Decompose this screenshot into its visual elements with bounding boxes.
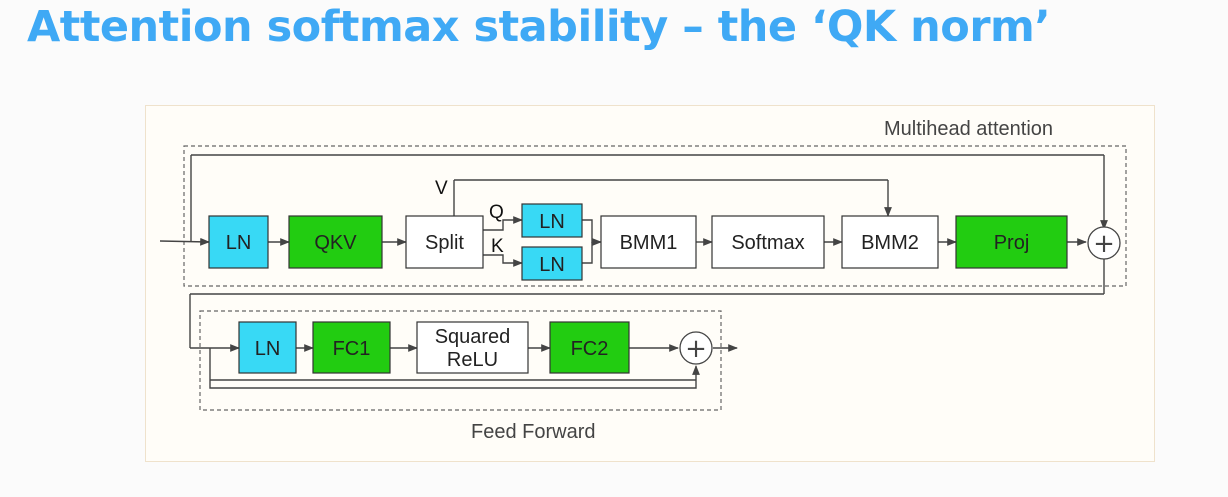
multihead-attention-group (183, 145, 1127, 287)
multihead-connectors (159, 154, 1108, 348)
q-port-label: Q (489, 202, 504, 223)
ff-sum-symbol: + (685, 334, 707, 364)
split-block: Split (405, 215, 484, 269)
bmm1-label: BMM1 (620, 232, 678, 254)
q-norm-label: LN (539, 211, 565, 233)
feed-forward-group (199, 310, 722, 411)
attention-sum-symbol: + (1093, 229, 1115, 259)
bmm2-block: BMM2 (841, 215, 939, 269)
attention-residual-sum: + (1087, 226, 1121, 260)
ff-ln-label: LN (255, 338, 281, 360)
ff-residual-sum: + (679, 331, 713, 365)
bmm1-block: BMM1 (600, 215, 697, 269)
softmax-label: Softmax (731, 232, 804, 254)
squared-relu-block: Squared ReLU (416, 321, 529, 374)
v-port-label: V (435, 178, 448, 199)
multihead-attention-label: Multihead attention (884, 118, 1053, 140)
proj-label: Proj (994, 232, 1030, 254)
squared-relu-line2: ReLU (447, 349, 498, 371)
slide-title: Attention softmax stability – the ‘QK no… (27, 2, 1051, 52)
feed-forward-label: Feed Forward (471, 421, 596, 443)
k-port-label: K (491, 236, 504, 257)
split-label: Split (425, 232, 464, 254)
q-norm-block: LN (521, 203, 583, 238)
k-norm-label: LN (539, 254, 565, 276)
fc2-label: FC2 (571, 338, 609, 360)
diagram-frame (145, 105, 1155, 462)
fc1-block: FC1 (312, 321, 391, 374)
qkv-label: QKV (314, 232, 357, 254)
qkv-block: QKV (288, 215, 383, 269)
bmm2-label: BMM2 (861, 232, 919, 254)
proj-block: Proj (955, 215, 1068, 269)
fc1-label: FC1 (333, 338, 371, 360)
softmax-block: Softmax (711, 215, 825, 269)
fc2-block: FC2 (549, 321, 630, 374)
ln-label: LN (226, 232, 252, 254)
ff-ln-block: LN (238, 321, 297, 374)
ln-block: LN (208, 215, 269, 269)
k-norm-block: LN (521, 246, 583, 281)
squared-relu-line1: Squared (435, 326, 511, 348)
feed-forward-connectors (190, 344, 738, 389)
